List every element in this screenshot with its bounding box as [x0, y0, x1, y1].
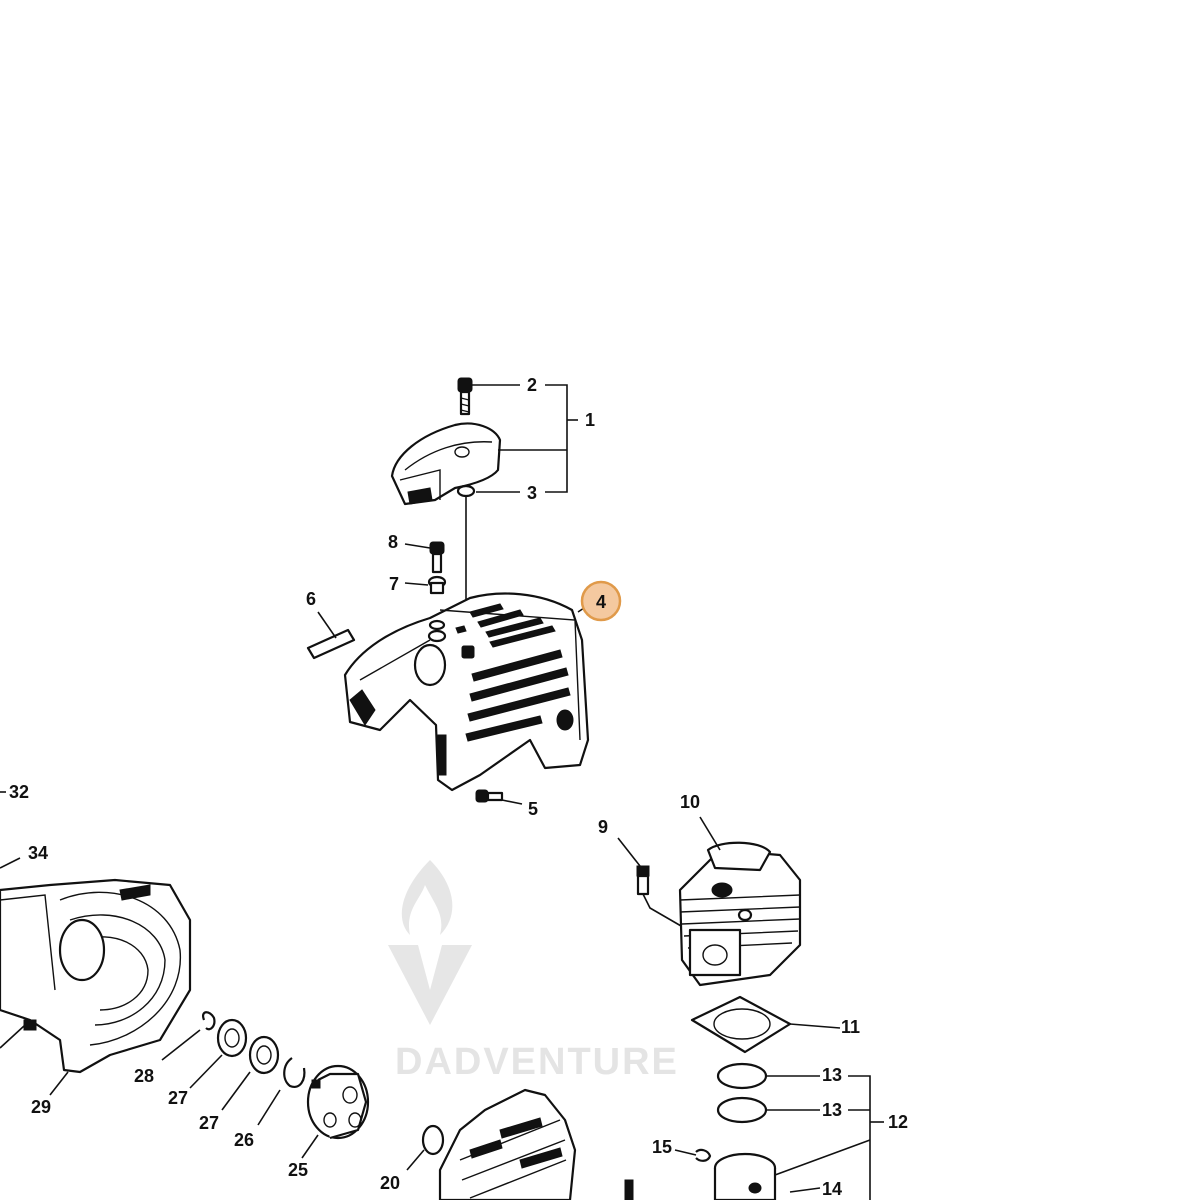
nut-part-7 [427, 575, 447, 595]
callout-28: 28 [134, 1066, 154, 1086]
callout-labels: 1 2 3 4 5 6 7 8 9 10 11 12 13 13 14 15 2… [9, 375, 908, 1199]
clip-part-15 [695, 1148, 712, 1162]
crankcase-part-20 [421, 1088, 634, 1200]
callout-1: 1 [585, 410, 595, 430]
callout-2: 2 [527, 375, 537, 395]
callout-26: 26 [234, 1130, 254, 1150]
housing-part-29 [0, 878, 192, 1074]
piston-ring-part-13-a [716, 1062, 768, 1090]
piston-ring-part-13-b [716, 1096, 768, 1124]
callout-8: 8 [388, 532, 398, 552]
callout-7: 7 [389, 574, 399, 594]
leader-lines [0, 384, 884, 1200]
shroud-part-4 [343, 592, 590, 792]
callout-34: 34 [28, 843, 48, 863]
callout-3: 3 [527, 483, 537, 503]
callout-13-a: 13 [822, 1065, 842, 1085]
callout-12: 12 [888, 1112, 908, 1132]
gasket-part-11 [690, 995, 792, 1054]
callout-15: 15 [652, 1137, 672, 1157]
bearing-part-27-b [248, 1035, 280, 1075]
callout-32: 32 [9, 782, 29, 802]
callout-29: 29 [31, 1097, 51, 1117]
piston-part-14 [713, 1152, 777, 1200]
circlip-part-26 [283, 1057, 306, 1088]
screw-part-2 [457, 377, 473, 416]
washer-part-3 [456, 484, 476, 498]
callout-20: 20 [380, 1173, 400, 1193]
watermark-text: DADVENTURE [395, 1041, 679, 1083]
circlip-part-28 [202, 1011, 216, 1031]
watermark-logo: DADVENTURE [388, 860, 679, 1083]
bearing-part-27-a [216, 1018, 248, 1058]
screw-part-5 [475, 789, 504, 803]
callout-9: 9 [598, 817, 608, 837]
callout-6: 6 [306, 589, 316, 609]
callout-25: 25 [288, 1160, 308, 1180]
callout-11: 11 [841, 1017, 860, 1037]
clutch-drum-part-25 [306, 1064, 370, 1140]
callout-27-a: 27 [168, 1088, 188, 1108]
spark-plug-part-9 [636, 865, 689, 931]
callout-5: 5 [528, 799, 538, 819]
gasket-part-6 [306, 628, 356, 660]
screw-part-8 [429, 541, 445, 574]
callout-13-b: 13 [822, 1100, 842, 1120]
highlight-circle-4 [580, 580, 622, 622]
callout-27-b: 27 [199, 1113, 219, 1133]
top-cover-part-1 [390, 422, 502, 506]
callout-14: 14 [822, 1179, 842, 1199]
callout-4: 4 [596, 592, 606, 612]
cylinder-part-10 [678, 841, 802, 987]
callout-10: 10 [680, 792, 700, 812]
